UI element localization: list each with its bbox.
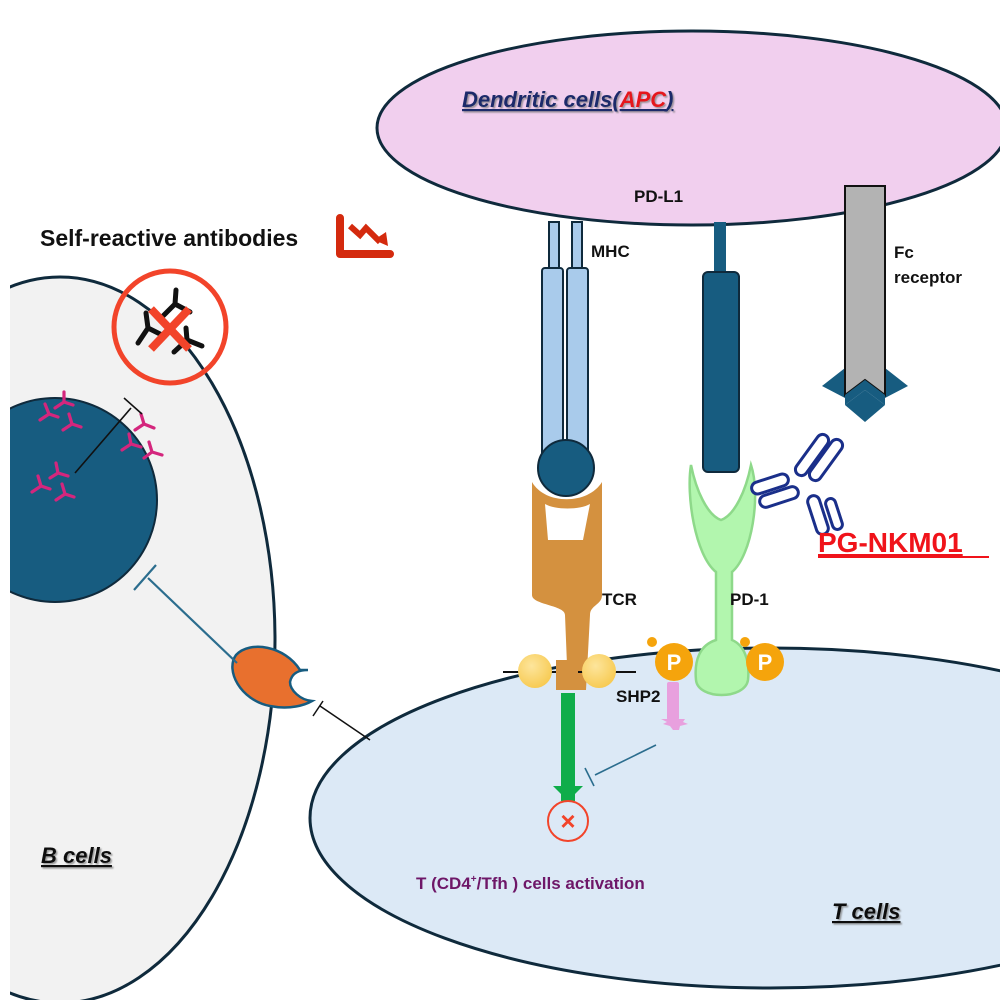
pd-1-receptor xyxy=(688,460,757,697)
dendritic-title-suffix: ) xyxy=(664,87,673,112)
b-cell-nucleus xyxy=(0,397,158,603)
b-cell-body xyxy=(0,275,277,1000)
t-cell-to-bcr-inhibition xyxy=(312,700,371,741)
antibody-glyph xyxy=(61,412,83,432)
circle-x-icon: × xyxy=(547,800,589,842)
t-cell-activation-label: T (CD4+/Tfh ) cells activation xyxy=(416,874,645,893)
chart-decrease-icon xyxy=(336,214,394,258)
self-reactive-antibodies-label: Self-reactive antibodies xyxy=(40,225,298,251)
shp2-label: SHP2 xyxy=(616,687,660,706)
pd-1-label: PD-1 xyxy=(730,590,769,609)
activation-prefix: T (CD4 xyxy=(416,874,471,893)
dendritic-cells-title: Dendritic cells(APC) xyxy=(462,87,674,112)
antibody-glyph xyxy=(30,474,52,494)
mhc-molecule xyxy=(537,221,595,497)
antibody-glyph xyxy=(54,482,76,502)
fc-receptor-label-line2: receptor xyxy=(894,268,962,287)
t-cells-title: T cells xyxy=(832,899,900,924)
phospho-right: P xyxy=(740,637,784,681)
antibody-glyph xyxy=(48,461,70,480)
activation-arrow xyxy=(553,693,583,801)
pd-l1-label: PD-L1 xyxy=(634,187,683,206)
antibody-glyph xyxy=(38,402,60,422)
antibody-glyph xyxy=(53,390,75,410)
shp2-arrow xyxy=(661,682,688,730)
tcr-label: TCR xyxy=(602,590,637,609)
bcr-to-nucleus-inhibition xyxy=(133,564,238,664)
tcr-receptor xyxy=(532,482,602,690)
pd-l1-molecule xyxy=(702,222,740,473)
phospho-label: P xyxy=(667,650,682,675)
fc-receptor xyxy=(822,185,908,422)
phospho-label: P xyxy=(758,650,773,675)
activation-suffix: /Tfh ) cells activation xyxy=(477,874,645,893)
dendritic-cell-body xyxy=(375,29,1000,227)
b-cells-title: B cells xyxy=(41,843,112,868)
nucleus-clip xyxy=(0,380,10,630)
antibody-glyph xyxy=(120,432,143,452)
dendritic-title-prefix: Dendritic cells( xyxy=(462,87,622,112)
phospho-left: P xyxy=(647,637,693,681)
tcr-stalk xyxy=(556,660,578,690)
antibody-glyph xyxy=(142,440,164,460)
activation-superscript: + xyxy=(471,874,477,885)
cd3-left xyxy=(518,654,552,688)
shp2-inhibition-line xyxy=(584,744,657,787)
mhc-label: MHC xyxy=(591,242,630,261)
fc-receptor-label-line1: Fc xyxy=(894,243,914,262)
b-cell-receptor xyxy=(231,645,317,709)
pg-nkm01-label: PG-NKM01 xyxy=(818,527,963,558)
prohibited-antibody-icon xyxy=(111,268,229,386)
blocked-mark: × xyxy=(560,806,575,836)
pg-nkm01-antibody xyxy=(750,432,845,536)
self-antibodies xyxy=(30,390,164,502)
apc-label: APC xyxy=(619,87,668,112)
antibody-glyph xyxy=(133,412,156,432)
cd3-right xyxy=(582,654,616,688)
nucleus-inhibition-line xyxy=(74,397,143,474)
